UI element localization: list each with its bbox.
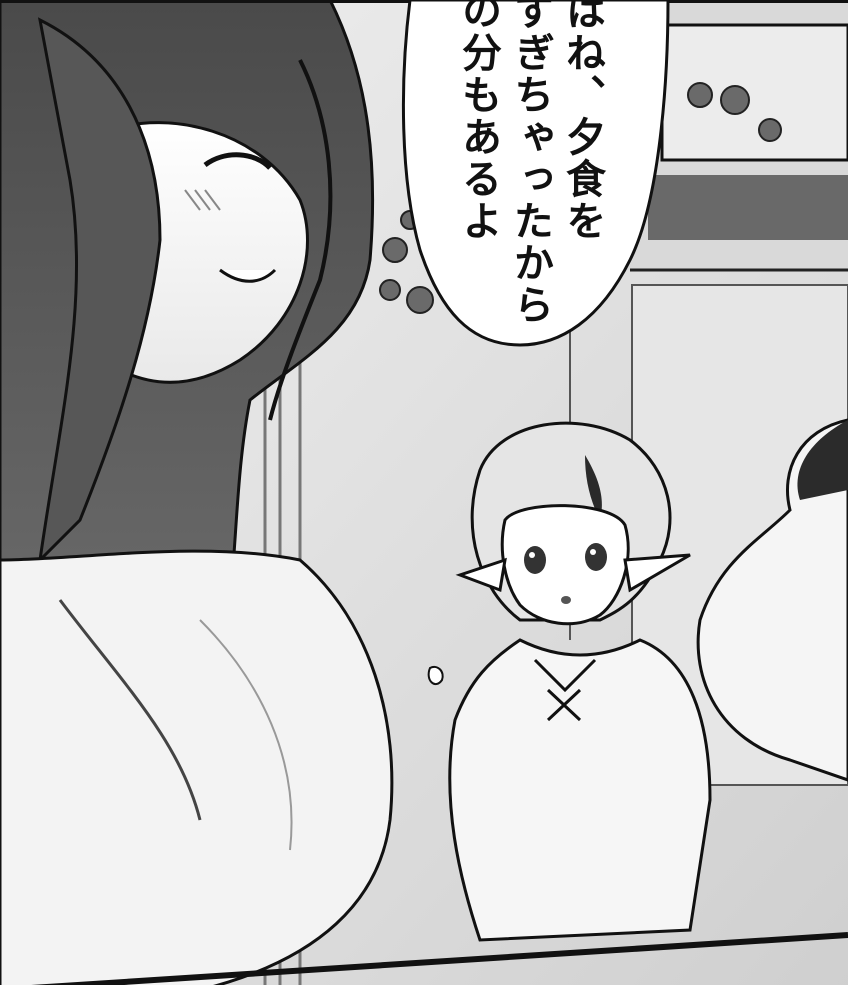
speech-line-3: の分もあるよ — [455, 0, 501, 242]
woman-figure — [0, 0, 394, 1000]
child-figure — [427, 421, 712, 942]
speech-line-2: すぎちゃったから — [507, 0, 553, 326]
bottom-gap — [0, 985, 848, 1000]
speech-line-1: はね、夕食を — [559, 0, 605, 242]
speech-bubble — [401, 0, 670, 347]
right-figure — [696, 418, 848, 782]
